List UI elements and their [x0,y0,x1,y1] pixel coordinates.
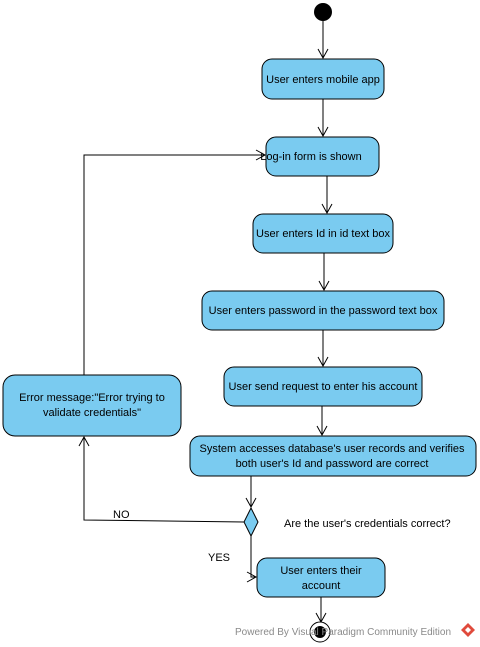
activity-enter-password-label: User enters password in the password tex… [209,305,438,317]
activity-enter-id[interactable]: User enters Id in id text box [252,213,394,254]
activity-error-line1: Error message:"Error trying to [19,392,165,404]
activity-enter-account[interactable]: User enters their account [256,557,386,598]
flow-password-to-request [317,330,329,368]
activity-send-request-label: User send request to enter his account [229,381,418,393]
guard-yes-label: YES [208,552,230,564]
activity-error-line2: validate credentials" [43,407,141,419]
activity-send-request[interactable]: User send request to enter his account [223,366,423,407]
flow-login-to-id [321,176,333,215]
activity-error-message[interactable]: Error message:"Error trying to validate … [2,374,182,437]
flow-account-to-end [315,597,327,624]
flow-request-to-verify [316,406,328,437]
activity-login-form-label: Log-in form is shown [260,151,362,163]
visual-paradigm-logo-icon [461,623,475,637]
watermark-text: Powered By Visual Paradigm Community Edi… [235,627,451,638]
decision-question: Are the user's credentials correct? [284,518,451,530]
activity-enter-account-line1: User enters their [280,565,362,577]
flow-verify-to-decision [245,476,257,509]
activity-verify-line2: both user's Id and password are correct [236,458,429,470]
decision-node[interactable] [243,506,259,538]
activity-enter-app[interactable]: User enters mobile app [261,58,385,100]
activity-enter-password[interactable]: User enters password in the password tex… [201,290,445,331]
flow-app-to-login [317,99,329,138]
final-node [309,621,331,643]
activity-enter-app-label: User enters mobile app [266,74,380,86]
initial-node [314,3,332,21]
flow-decision-no-to-error [78,435,245,523]
activity-login-form[interactable]: Log-in form is shown [260,136,380,177]
guard-no-label: NO [113,509,130,521]
activity-verify-line1: System accesses database's user records … [200,443,465,455]
activity-enter-account-line2: account [302,580,341,592]
activity-enter-id-label: User enters Id in id text box [256,228,390,240]
flow-error-to-login [83,149,267,375]
activity-verify-credentials[interactable]: System accesses database's user records … [189,435,477,477]
flow-id-to-password [318,253,330,292]
flow-start-to-app [317,21,329,60]
flow-decision-yes-to-account [246,536,258,583]
